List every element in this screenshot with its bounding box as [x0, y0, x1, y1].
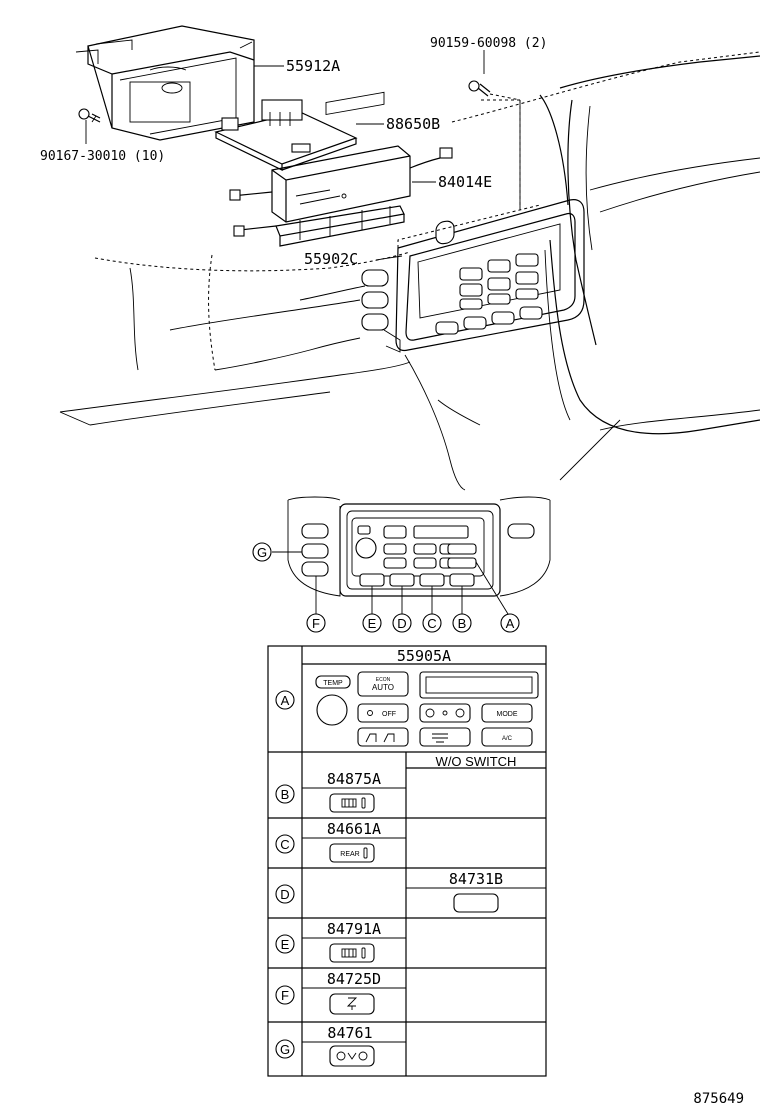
svg-text:E: E [368, 616, 377, 631]
svg-text:C: C [427, 616, 436, 631]
row-F: F 84725D [275, 970, 381, 1015]
row-C: C 84661A REAR [275, 820, 381, 863]
label-55912A: 55912A [286, 57, 340, 75]
row-D: D 84731B [275, 870, 503, 913]
callout-F: F [306, 613, 326, 633]
svg-text:OFF: OFF [382, 711, 396, 718]
svg-text:F: F [281, 988, 289, 1003]
figure-number: 875649 [693, 1091, 744, 1107]
bracket-55912A [75, 25, 255, 141]
callout-A: A [500, 613, 520, 633]
callout-leaders [272, 551, 509, 615]
control-panel-bezel [361, 100, 585, 353]
svg-text:D: D [280, 887, 289, 902]
label-90159: 90159-60098 (2) [430, 36, 547, 51]
part-84661A: 84661A [327, 820, 381, 838]
label-84014E: 84014E [438, 173, 492, 191]
svg-text:A: A [281, 693, 290, 708]
label-90167: 90167-30010 (10) [40, 149, 165, 164]
row-G: G 84761 [275, 1024, 375, 1067]
svg-text:D: D [397, 616, 406, 631]
svg-text:AUTO: AUTO [372, 683, 394, 692]
part-84731B: 84731B [449, 870, 503, 888]
row-E: E 84791A [275, 920, 381, 963]
callout-G: G [252, 542, 272, 562]
row-A: A 55905A TEMP ECON AUTO OFF MODE A/C [275, 647, 539, 747]
svg-text:B: B [281, 787, 290, 802]
svg-text:MODE: MODE [497, 711, 518, 718]
row-B: B 84875A [275, 770, 381, 813]
control-unit-84014E [229, 91, 453, 247]
svg-text:C: C [280, 837, 289, 852]
dashboard-outline [59, 51, 760, 491]
screw-90159 [468, 80, 521, 101]
part-84761: 84761 [327, 1024, 372, 1042]
callout-B: B [452, 613, 472, 633]
rear-switch-label: REAR [340, 851, 359, 858]
label-55902C: 55902C [304, 250, 358, 268]
part-55905A: 55905A [397, 647, 451, 665]
svg-text:A: A [506, 616, 515, 631]
svg-text:B: B [458, 616, 467, 631]
wo-switch-header: W/O SWITCH [436, 754, 517, 769]
callout-E: E [362, 613, 382, 633]
callout-C: C [422, 613, 442, 633]
front-view-panel [287, 496, 551, 597]
svg-text:F: F [312, 616, 320, 631]
callout-D: D [392, 613, 412, 633]
part-84875A: 84875A [327, 770, 381, 788]
part-84725D: 84725D [327, 970, 381, 988]
svg-text:G: G [280, 1042, 290, 1057]
svg-text:E: E [281, 937, 290, 952]
parts-table [267, 645, 547, 1077]
svg-text:G: G [257, 545, 267, 560]
part-84791A: 84791A [327, 920, 381, 938]
svg-text:A/C: A/C [502, 736, 513, 742]
circuit-board-88650B [214, 99, 358, 171]
svg-text:TEMP: TEMP [323, 680, 343, 687]
label-88650B: 88650B [386, 115, 440, 133]
svg-text:ECON: ECON [376, 677, 391, 683]
screw-90167 [78, 108, 101, 123]
leader-lines [85, 50, 485, 261]
